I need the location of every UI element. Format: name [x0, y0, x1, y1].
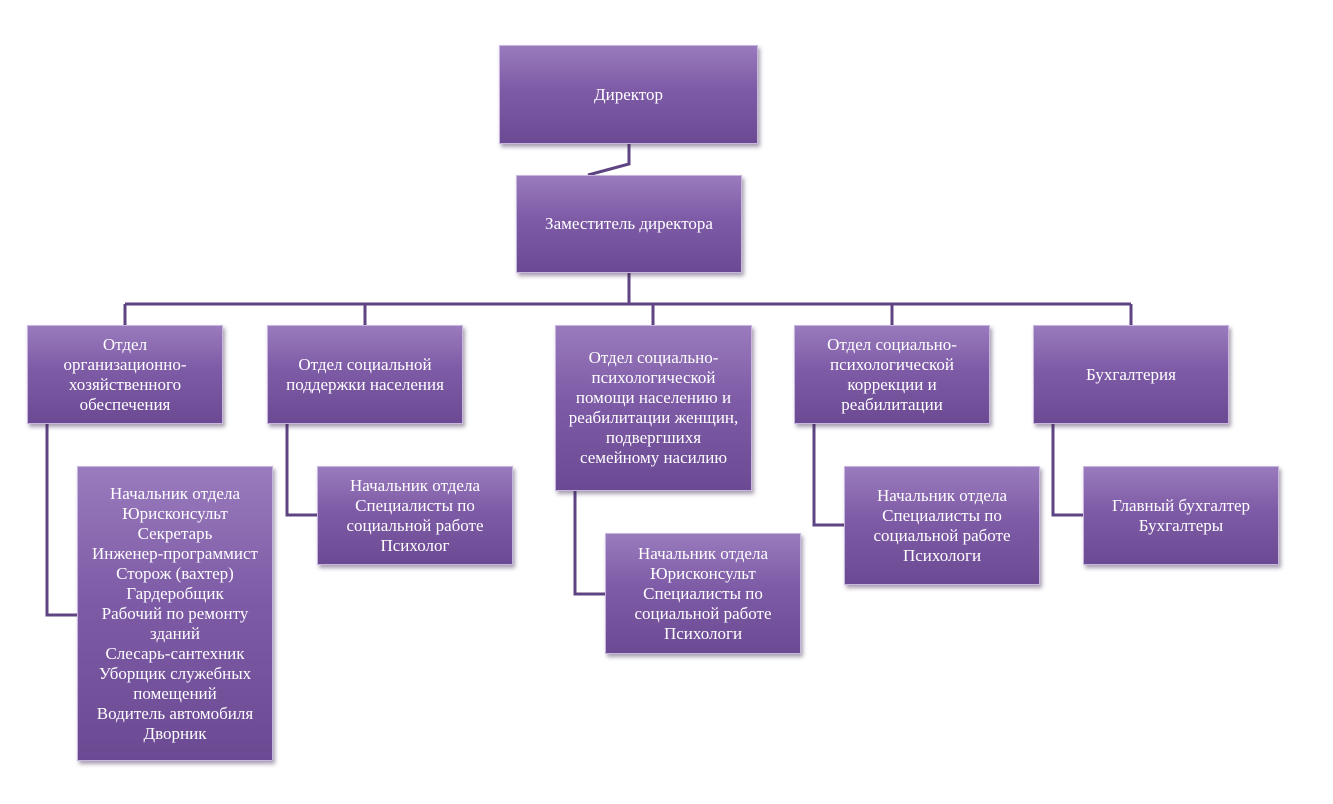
node-label-line: подвергшихя [605, 428, 702, 447]
node-label-line: Заместитель директора [545, 214, 713, 233]
node-label-line: Начальник отдела [876, 485, 1008, 505]
node-label-line: Специалисты по [882, 505, 1002, 525]
node-label-line: Отдел социально- [588, 348, 719, 367]
node-label-line: Директор [594, 84, 663, 104]
connector-correction-staff [812, 424, 844, 527]
node-label-line: психологической [830, 354, 954, 374]
node-label-line: Отдел социальной [298, 354, 432, 374]
node-deputy-director: Заместитель директора [516, 175, 742, 273]
node-label-line: Главный бухгалтер [1111, 495, 1251, 515]
node-label-line: поддержки населения [286, 374, 444, 394]
node-label-line: Инженер-программист [92, 543, 258, 563]
node-label-line: обеспечения [79, 394, 171, 414]
node-label-line: реабилитации женщин, [568, 408, 739, 427]
node-label-line: Специалисты по [643, 583, 763, 603]
connector-social-support-staff [285, 424, 317, 517]
node-label-line: коррекции и [847, 374, 937, 394]
node-label-line: Юрисконсульт [122, 503, 228, 523]
node-label-line: помощи населению и [575, 388, 732, 407]
node-label-line: Отдел [102, 334, 148, 354]
connector-accounting-staff [1051, 424, 1083, 517]
node-label-line: Начальник отдела [637, 543, 769, 563]
node-label-line: Специалисты по [355, 495, 475, 515]
connector-director-deputy [587, 144, 631, 177]
node-label-line: помещений [133, 683, 217, 703]
node-label-line: семейному насилию [579, 448, 728, 467]
node-label-line: Сторож (вахтер) [116, 563, 234, 583]
connector-psych-help-staff [573, 491, 605, 596]
node-label-line: социальной работе [634, 603, 772, 623]
node-dept-accounting: Бухгалтерия [1033, 325, 1229, 424]
node-label-line: Психолог [380, 535, 450, 555]
node-label-line: Психологи [663, 623, 743, 643]
node-label-line: Психологи [902, 545, 982, 565]
node-label-line: Юрисконсульт [650, 563, 756, 583]
node-label-line: хозяйственного [68, 374, 182, 394]
node-label-line: Водитель автомобиля [96, 703, 254, 723]
node-label-line: зданий [150, 623, 200, 643]
node-label-line: Уборщик служебных [98, 663, 252, 683]
node-label-line: Начальник отдела [109, 483, 241, 503]
node-label-line: реабилитации [841, 394, 943, 414]
node-label-line: Рабочий по ремонту [101, 603, 249, 623]
node-label-line: Слесарь-сантехник [105, 643, 245, 663]
node-label-line: Бухгалтерия [1086, 364, 1176, 384]
node-label-line: социальной работе [873, 525, 1011, 545]
node-label-line: социальной работе [346, 515, 484, 535]
node-label-line: Отдел социально- [827, 334, 957, 354]
node-label-line: Дворник [143, 723, 207, 743]
node-label-line: Секретарь [137, 523, 213, 543]
node-label-line: психологической [591, 368, 716, 387]
node-label-line: организационно- [63, 354, 187, 374]
node-label-line: Гардеробщик [126, 583, 224, 603]
node-label-line: Бухгалтеры [1138, 515, 1224, 535]
node-director: Директор [499, 45, 758, 144]
node-label-line: Начальник отдела [349, 475, 481, 495]
connector-admin-staff [45, 424, 77, 617]
